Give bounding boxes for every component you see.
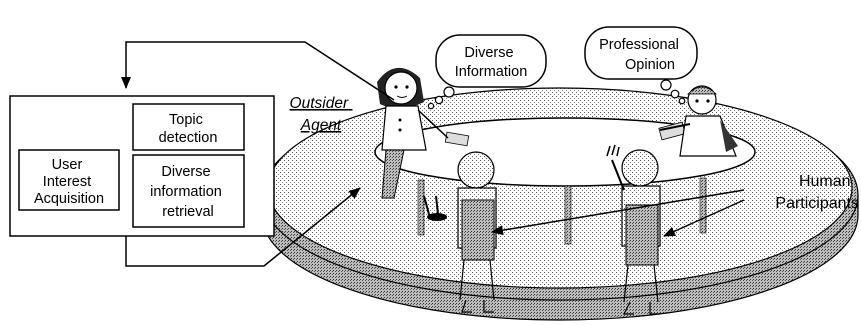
diverse-information-bubble (427, 34, 547, 110)
diverse-retrieval-box (132, 154, 245, 228)
participant-right-figure (606, 144, 661, 315)
arrow-agent-to-modules (121, 41, 395, 101)
user-interest-box (18, 149, 120, 211)
user-interest-label: User Interest Acquisition (34, 157, 104, 207)
human-participants-label: Human Participants (775, 173, 859, 212)
feedback-arrows (121, 41, 745, 267)
professional-figure (659, 85, 738, 157)
participant-center-figure (457, 151, 497, 313)
professional-opinion-text: Professional Opinion (599, 37, 683, 73)
topic-detection-box (132, 103, 245, 151)
professional-opinion-bubble (584, 26, 698, 105)
diverse-retrieval-label: Diverse information retrieval (150, 164, 226, 220)
diverse-information-text: Diverse Information (455, 45, 528, 80)
arrow-to-participant-center (491, 189, 745, 236)
outsider-agent-figure (377, 67, 449, 221)
outsider-agent-label: Outsider Agent (290, 95, 353, 134)
arrow-modules-to-agent (125, 187, 361, 267)
topic-detection-label: Topic detection (159, 112, 218, 146)
system-modules (9, 95, 275, 237)
arrow-to-participant-right (663, 199, 745, 237)
